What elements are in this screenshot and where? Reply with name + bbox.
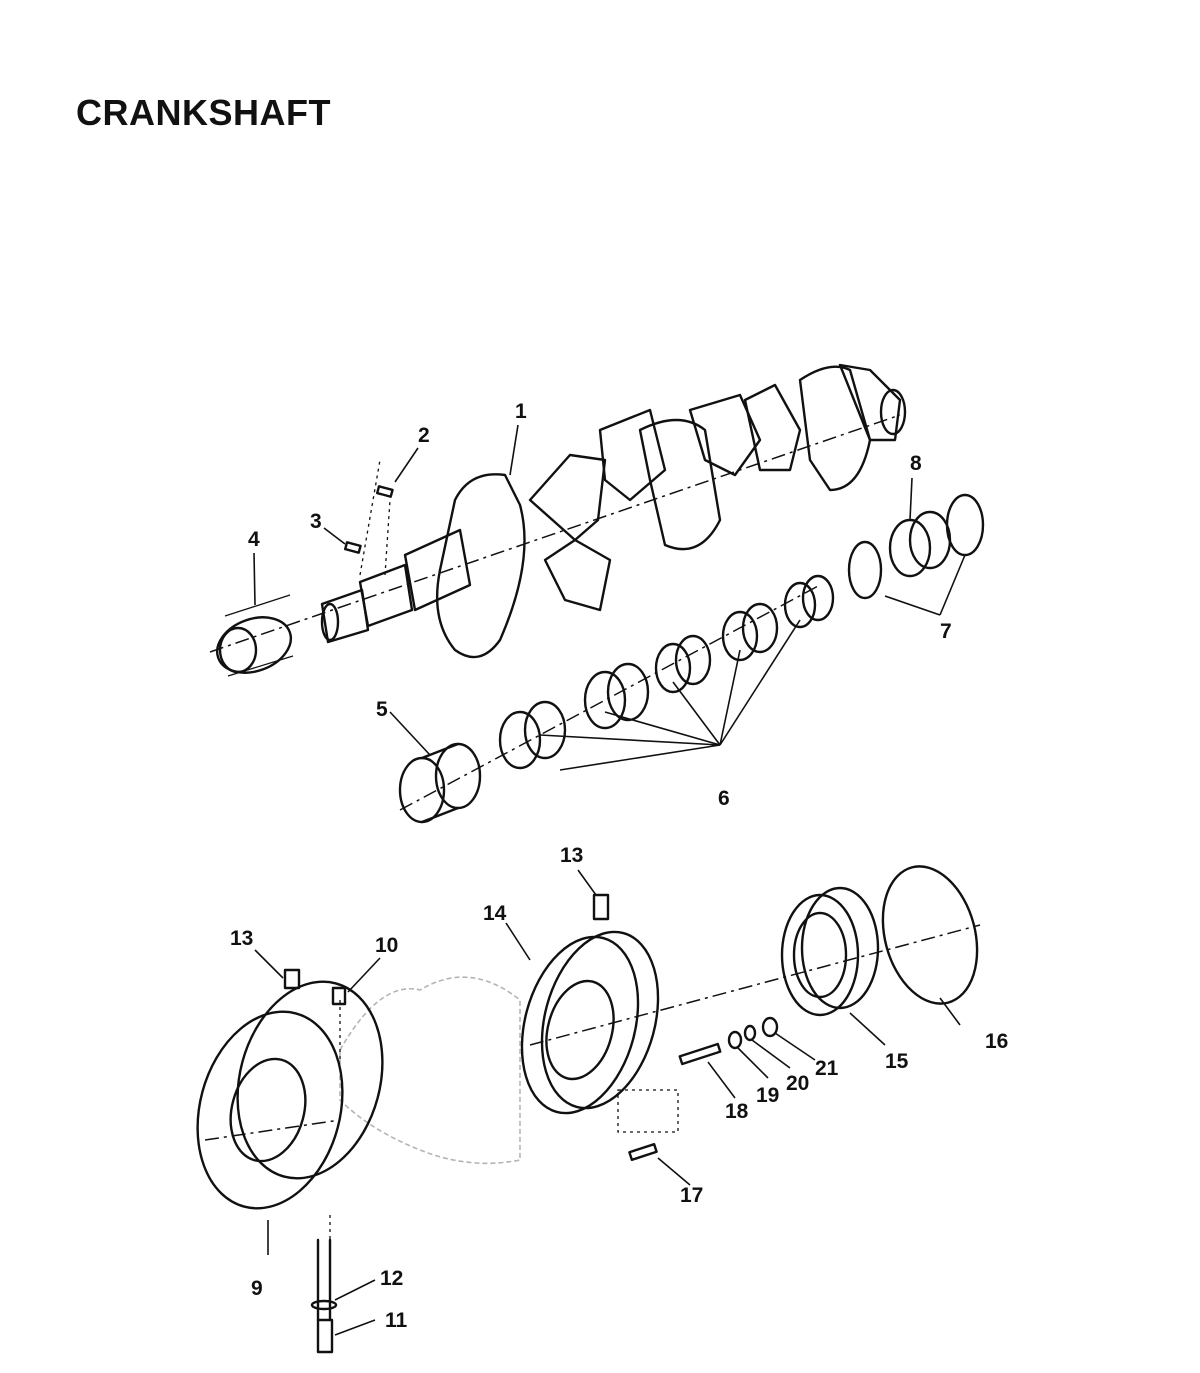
callout-10: 10: [375, 934, 398, 957]
callout-5: 5: [376, 698, 388, 721]
callout-13-left: 13: [230, 927, 253, 950]
crankshaft-gear: [216, 594, 294, 677]
callout-3: 3: [310, 510, 322, 533]
callout-12: 12: [380, 1267, 403, 1290]
leader-lines: [253, 424, 966, 1336]
callout-19: 19: [756, 1084, 779, 1107]
woodruff-key-2: [376, 485, 394, 498]
callout-20: 20: [786, 1072, 809, 1095]
callout-9: 9: [251, 1277, 263, 1300]
reference-crankshaft-outline: [339, 976, 521, 1165]
o-ring-16: [881, 865, 979, 1005]
pin-location-box: [617, 1089, 679, 1133]
callout-13-right: 13: [560, 844, 583, 867]
bolt-11: [310, 1238, 338, 1354]
diagram-title: CRANKSHAFT: [76, 92, 331, 133]
callout-8: 8: [910, 452, 922, 475]
woodruff-key-3: [344, 541, 362, 554]
seal-housing-14: [520, 930, 660, 1115]
callout-16: 16: [985, 1030, 1008, 1053]
callout-17: 17: [680, 1184, 703, 1207]
main-bearings: [498, 574, 835, 770]
callout-4: 4: [248, 528, 260, 551]
stud-and-hardware: [678, 1016, 779, 1066]
pin-17: [628, 1142, 658, 1162]
crankshaft: [209, 363, 907, 659]
oil-seal-15: [780, 886, 880, 1017]
callout-14: 14: [483, 902, 507, 925]
thrust-bearing: [847, 493, 985, 600]
rear-seal-housing-9: [196, 980, 384, 1210]
callout-11: 11: [385, 1309, 408, 1332]
plug-13-right: [592, 893, 610, 921]
callout-21: 21: [815, 1057, 839, 1080]
callout-6: 6: [718, 787, 730, 810]
front-main-bearing: [398, 742, 482, 824]
callout-2: 2: [418, 424, 430, 447]
callout-7: 7: [940, 620, 952, 643]
callout-1: 1: [515, 400, 527, 423]
callout-15: 15: [885, 1050, 909, 1073]
callout-18: 18: [725, 1100, 749, 1123]
plug-13-left: [283, 968, 301, 990]
dowel-pin-10: [331, 986, 347, 1006]
